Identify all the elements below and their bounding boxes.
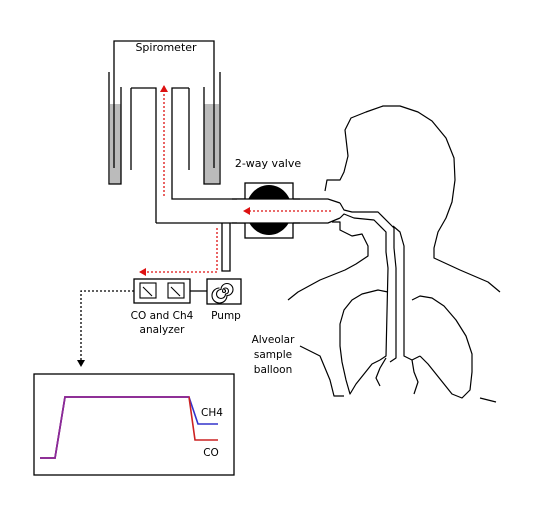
airway-inner bbox=[339, 213, 389, 361]
spirometer-label: Spirometer bbox=[135, 41, 197, 54]
valve-label: 2-way valve bbox=[235, 157, 302, 170]
balloon-label-line3: balloon bbox=[254, 364, 292, 376]
spirometer-bell bbox=[113, 40, 215, 168]
spirometer-water-right bbox=[204, 104, 219, 184]
head-profile bbox=[324, 105, 501, 293]
two-way-valve: 2-way valve bbox=[232, 157, 302, 239]
spirometer: Spirometer bbox=[108, 40, 246, 223]
airway-outer bbox=[339, 202, 397, 363]
human-figure bbox=[287, 105, 501, 403]
pump: Pump bbox=[206, 278, 242, 322]
spirometer-tube-left bbox=[131, 87, 157, 223]
spirometer-water-left bbox=[110, 104, 121, 184]
ch4-trace-label: CH4 bbox=[201, 407, 223, 419]
spirometer-tube-right bbox=[171, 87, 246, 200]
sample-tube bbox=[221, 223, 231, 272]
gauge-co-icon bbox=[139, 282, 157, 299]
pump-spiral-icon bbox=[211, 282, 234, 304]
balloon-label-line2: sample bbox=[254, 349, 292, 361]
right-lung bbox=[411, 295, 473, 399]
analyzer-label-line2: analyzer bbox=[140, 324, 186, 336]
combined-trace bbox=[40, 396, 189, 459]
jaw-neck bbox=[287, 221, 369, 301]
gas-concentration-recorder: CH4 CO bbox=[33, 373, 235, 476]
trachea-right bbox=[392, 225, 421, 361]
balloon-label-line1: Alveolar bbox=[252, 334, 296, 346]
co-ch4-analyzer: CO and Ch4 analyzer bbox=[131, 278, 207, 336]
analyzer-label-line1: CO and Ch4 bbox=[131, 310, 194, 322]
flow-arrow-to-analyzer bbox=[139, 228, 218, 276]
co-trace-label: CO bbox=[203, 447, 219, 459]
mouthpiece bbox=[293, 198, 341, 224]
left-lung bbox=[339, 289, 389, 395]
gauge-ch4-icon bbox=[167, 282, 185, 299]
pump-label: Pump bbox=[211, 310, 241, 322]
signal-arrow-to-recorder bbox=[77, 290, 134, 367]
